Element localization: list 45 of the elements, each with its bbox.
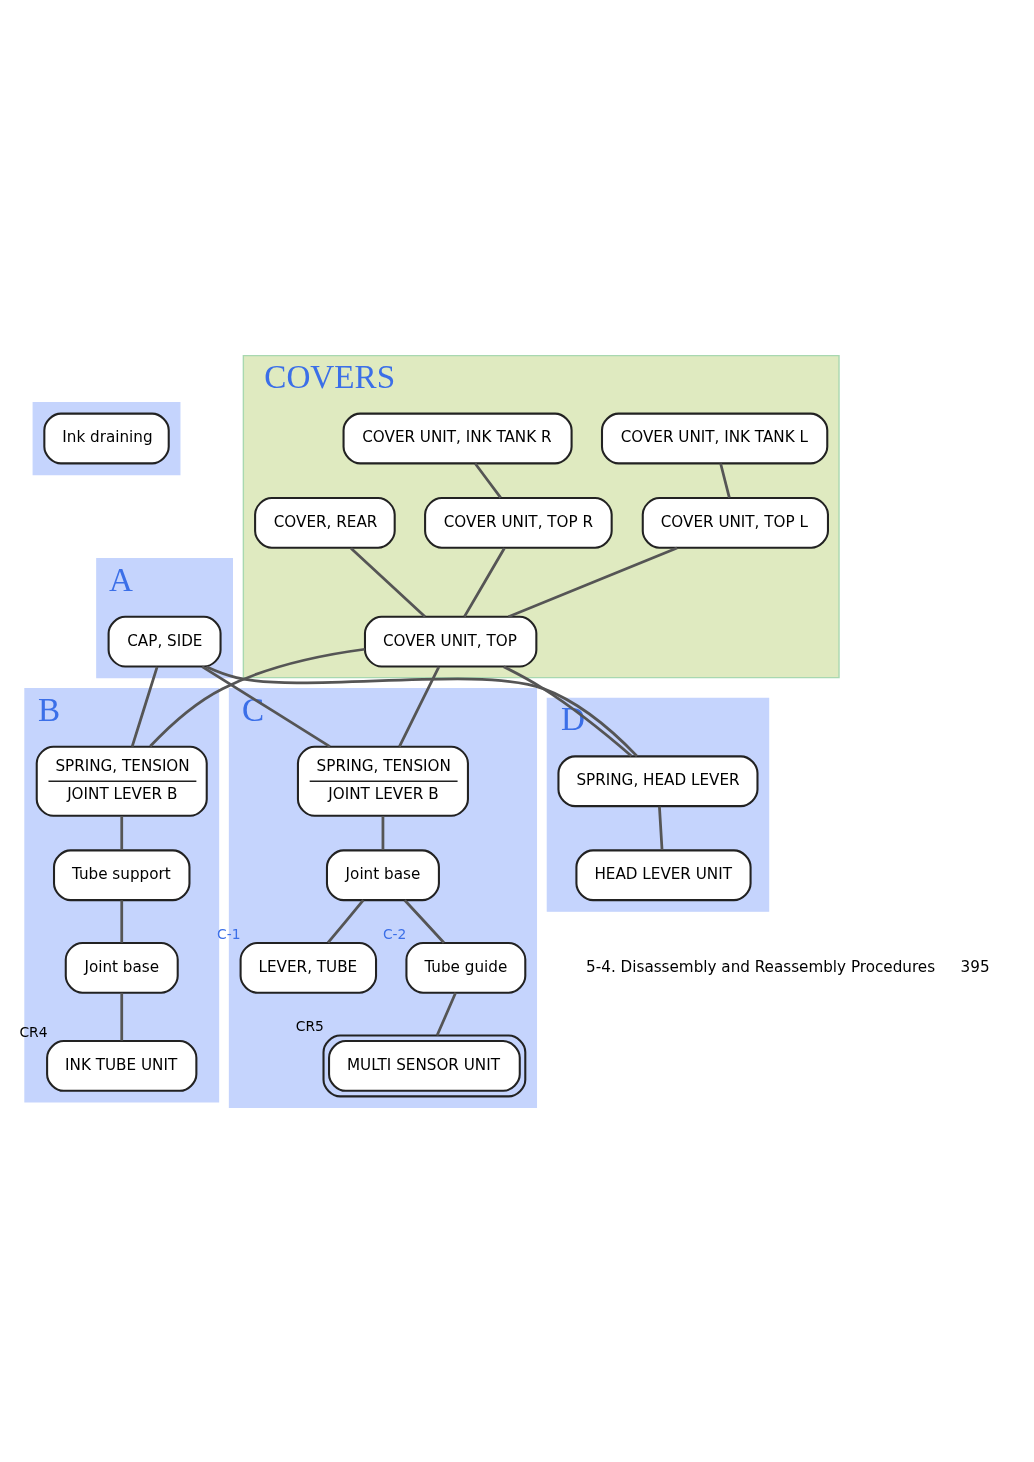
connector (130, 665, 159, 747)
label: 5-4. Disassembly and Reassembly Procedures (586, 957, 936, 976)
label: 395 (960, 957, 990, 976)
connector (507, 546, 678, 618)
node-box: Joint base (64, 941, 179, 994)
connector (120, 899, 124, 943)
node-box: SPRING, TENSION JOINT LEVER B (35, 745, 208, 817)
connector (327, 898, 365, 944)
node-box: Joint base (325, 848, 440, 901)
connector (474, 462, 502, 498)
connector (381, 815, 385, 850)
node-box: CAP, SIDE (107, 615, 222, 668)
node-box: COVER, REAR (254, 496, 396, 549)
node-box: COVER UNIT, INK TANK R (342, 412, 573, 464)
connector (503, 665, 633, 757)
node-box: SPRING, HEAD LEVER (557, 754, 759, 807)
node-box: COVER UNIT, INK TANK L (600, 412, 829, 464)
connector (201, 664, 331, 748)
connector (403, 898, 445, 944)
connector (205, 664, 638, 757)
node-box: HEAD LEVER UNIT (575, 848, 752, 901)
node-box: SPRING, TENSION JOINT LEVER B (296, 745, 469, 817)
connector (120, 815, 124, 850)
connector (398, 665, 441, 747)
node-box: COVER UNIT, TOP R (424, 496, 613, 549)
connector (435, 991, 457, 1036)
connector (463, 547, 506, 617)
connector (149, 647, 365, 747)
node-box: COVER UNIT, TOP L (641, 496, 829, 549)
connector (350, 546, 426, 618)
connector (120, 992, 124, 1041)
node-box: INK TUBE UNIT (46, 1039, 198, 1092)
node-box: Ink draining (43, 412, 170, 464)
node-label: CR4 (19, 1023, 48, 1040)
node-box: LEVER, TUBE (239, 941, 378, 994)
node-label: CR5 (295, 1017, 324, 1034)
connector (658, 806, 664, 850)
connector (719, 462, 731, 498)
node-box: Tube guide (405, 941, 527, 994)
node-label: C-2 (382, 925, 407, 942)
node-box: MULTI SENSOR UNIT (322, 1034, 527, 1097)
node-box: COVER UNIT, TOP (363, 615, 538, 668)
node-box: Tube support (53, 848, 191, 901)
node-label: C-1 (217, 925, 241, 942)
cluster (32, 401, 181, 475)
